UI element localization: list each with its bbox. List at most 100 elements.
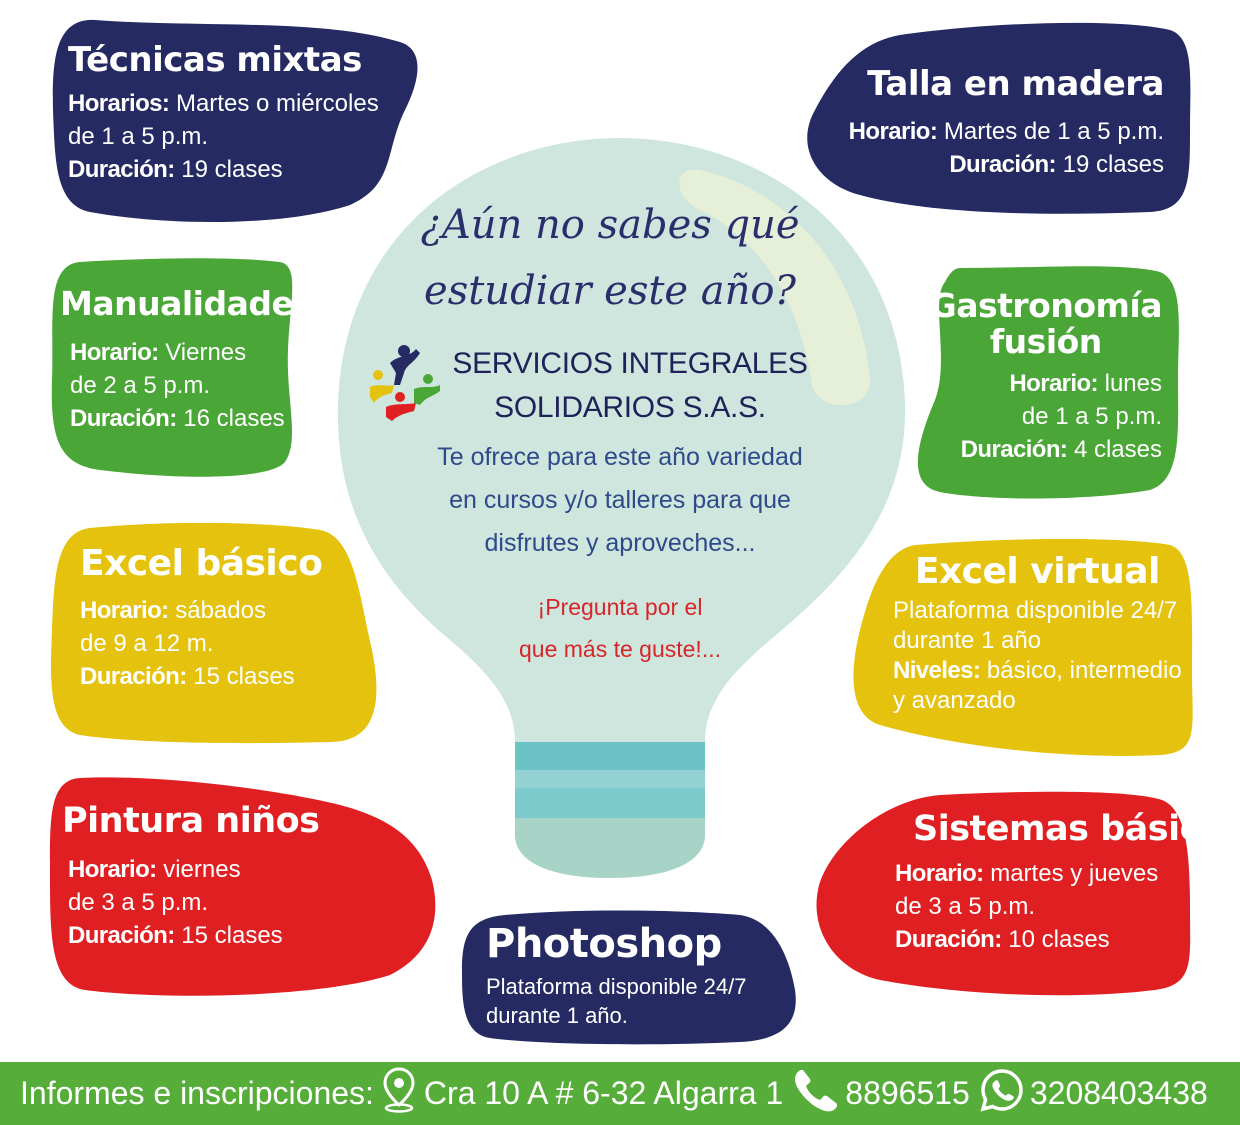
phone-icon (793, 1067, 839, 1121)
course-title: Sistemas básico (913, 809, 1224, 849)
course-levels-continued: y avanzado (893, 686, 1016, 714)
duration-value: 19 clases (174, 156, 283, 184)
course-title: Excel virtual (914, 551, 1160, 592)
schedule-label: Horario: (80, 596, 169, 624)
course-schedule: Horario: Viernes (70, 336, 313, 369)
duration-label: Duración: (68, 156, 175, 184)
levels-label: Niveles: (893, 656, 981, 684)
bulb-highlight (679, 169, 871, 406)
course-card-gastronomia-fusion: Gastronomía fusión Horario: lunes de 1 a… (929, 286, 1163, 466)
course-title: Técnicas mixtas (68, 40, 362, 80)
course-card-tecnicas-mixtas: Técnicas mixtas Horarios: Martes o miérc… (68, 40, 379, 186)
footer-address: Cra 10 A # 6-32 Algarra 1 (423, 1075, 784, 1111)
company-name: SERVICIOS INTEGRALES SOLIDARIOS S.A.S. (450, 342, 810, 430)
course-title: Photoshop (486, 921, 722, 967)
course-title: Pintura niños (62, 801, 320, 841)
course-schedule: Horario: Martes de 1 a 5 p.m. (849, 115, 1164, 148)
company-name-line-2: SOLIDARIOS S.A.S. (494, 391, 766, 424)
card-shape-excel-virtual (853, 538, 1193, 756)
course-duration: Duración: 19 clases (68, 153, 379, 186)
schedule-value: Viernes (158, 339, 247, 367)
duration-label: Duración: (895, 925, 1002, 953)
offer-text: Te ofrece para este año variedad en curs… (370, 436, 870, 565)
course-schedule-time: de 1 a 5 p.m. (1021, 402, 1162, 430)
course-title: Talla en madera (867, 64, 1164, 104)
course-schedule: Horario: viernes (68, 853, 320, 886)
schedule-label: Horario: (895, 859, 984, 887)
course-schedule-time: de 3 a 5 p.m. (895, 892, 1036, 920)
duration-label: Duración: (70, 405, 177, 433)
ask-line-1: ¡Pregunta por el (537, 594, 703, 620)
schedule-value: sábados (168, 596, 266, 624)
course-card-photoshop: Photoshop Plataforma disponible 24/7 dur… (486, 922, 747, 1030)
offer-line-2: en cursos y/o talleres para que (449, 486, 791, 514)
card-shape-talla (807, 22, 1191, 214)
course-title-line-1: Gastronomía (929, 286, 1163, 325)
course-card-talla-en-madera: Talla en madera Horario: Martes de 1 a 5… (849, 64, 1165, 181)
duration-label: Duración: (960, 435, 1068, 463)
duration-value: 16 clases (176, 405, 285, 433)
course-duration: Duración: 4 clases (930, 433, 1162, 466)
bulb-glass (337, 138, 906, 742)
light-bulb-illustration (337, 138, 906, 878)
schedule-value: martes y jueves (983, 859, 1159, 887)
schedule-value: Martes o miércoles (169, 90, 379, 118)
course-duration: Duración: 10 clases (895, 923, 1223, 956)
schedule-value: viernes (156, 855, 241, 883)
course-schedule-time: de 9 a 12 m. (80, 629, 214, 657)
duration-label: Duración: (80, 662, 187, 690)
duration-label: Duración: (949, 151, 1056, 179)
course-duration: Duración: 16 clases (70, 402, 313, 435)
card-shape-sistemas (816, 791, 1191, 996)
course-platform: Plataforma disponible 24/7 (486, 974, 747, 999)
course-duration: Duración: 15 clases (80, 660, 322, 693)
course-availability: durante 1 año (893, 626, 1042, 654)
schedule-label: Horario: (848, 118, 938, 146)
course-duration: Duración: 15 clases (68, 919, 320, 952)
duration-value: 15 clases (174, 921, 283, 949)
duration-label: Duración: (68, 921, 175, 949)
schedule-label: Horarios: (68, 90, 170, 118)
course-card-excel-basico: Excel básico Horario: sábados de 9 a 12 … (80, 543, 323, 693)
schedule-label: Horario: (1009, 369, 1098, 397)
levels-value: básico, intermedio (980, 656, 1182, 684)
course-card-manualidades: Manualidades Horario: Viernes de 2 a 5 p… (60, 285, 313, 435)
card-shape-photoshop (462, 910, 796, 1045)
course-card-sistemas-basico: Sistemas básico Horario: martes y jueves… (895, 809, 1224, 956)
course-card-pintura-ninos: Pintura niños Horario: viernes de 3 a 5 … (62, 802, 320, 952)
bulb-base-top (515, 742, 705, 770)
location-pin-icon (382, 1066, 416, 1121)
schedule-label: Horario: (70, 339, 159, 367)
course-levels: Niveles: básico, intermedio (893, 656, 1182, 686)
course-schedule-time: de 3 a 5 p.m. (68, 888, 209, 916)
schedule-label: Horario: (68, 855, 157, 883)
ask-line-2: que más te guste!... (518, 636, 721, 662)
course-card-excel-virtual: Excel virtual Plataforma disponible 24/7… (893, 552, 1182, 716)
duration-value: 15 clases (186, 662, 295, 690)
course-title-line-2: fusión (989, 322, 1102, 362)
footer-label: Informes e inscripciones: (20, 1075, 374, 1111)
headline: ¿Aún no sabes qué estudiar este año? (390, 192, 830, 324)
bulb-base-lower (515, 788, 705, 818)
company-logo (370, 345, 440, 421)
course-duration: Duración: 19 clases (849, 148, 1164, 181)
duration-value: 4 clases (1067, 435, 1162, 463)
ask-text: ¡Pregunta por el que más te guste!... (470, 586, 770, 670)
course-schedule: Horario: lunes (930, 367, 1162, 400)
footer-whatsapp: 3208403438 (1029, 1075, 1208, 1111)
card-shape-manualidades (51, 258, 293, 477)
duration-value: 19 clases (1055, 151, 1164, 179)
schedule-value: lunes (1097, 369, 1162, 397)
offer-line-3: disfrutes y aproveches... (484, 529, 756, 557)
course-schedule-time: de 1 a 5 p.m. (68, 123, 209, 151)
offer-line-1: Te ofrece para este año variedad (437, 443, 803, 471)
schedule-value: Martes de 1 a 5 p.m. (937, 118, 1164, 146)
course-platform: Plataforma disponible 24/7 (893, 596, 1178, 624)
course-title: Gastronomía fusión (929, 286, 1163, 362)
bulb-base-middle (515, 770, 705, 788)
course-title: Excel básico (80, 543, 323, 584)
course-availability: durante 1 año. (486, 1003, 628, 1028)
card-shape-pintura (49, 777, 436, 996)
footer-contact-bar: Informes e inscripciones: Cra 10 A # 6-3… (0, 1062, 1240, 1125)
